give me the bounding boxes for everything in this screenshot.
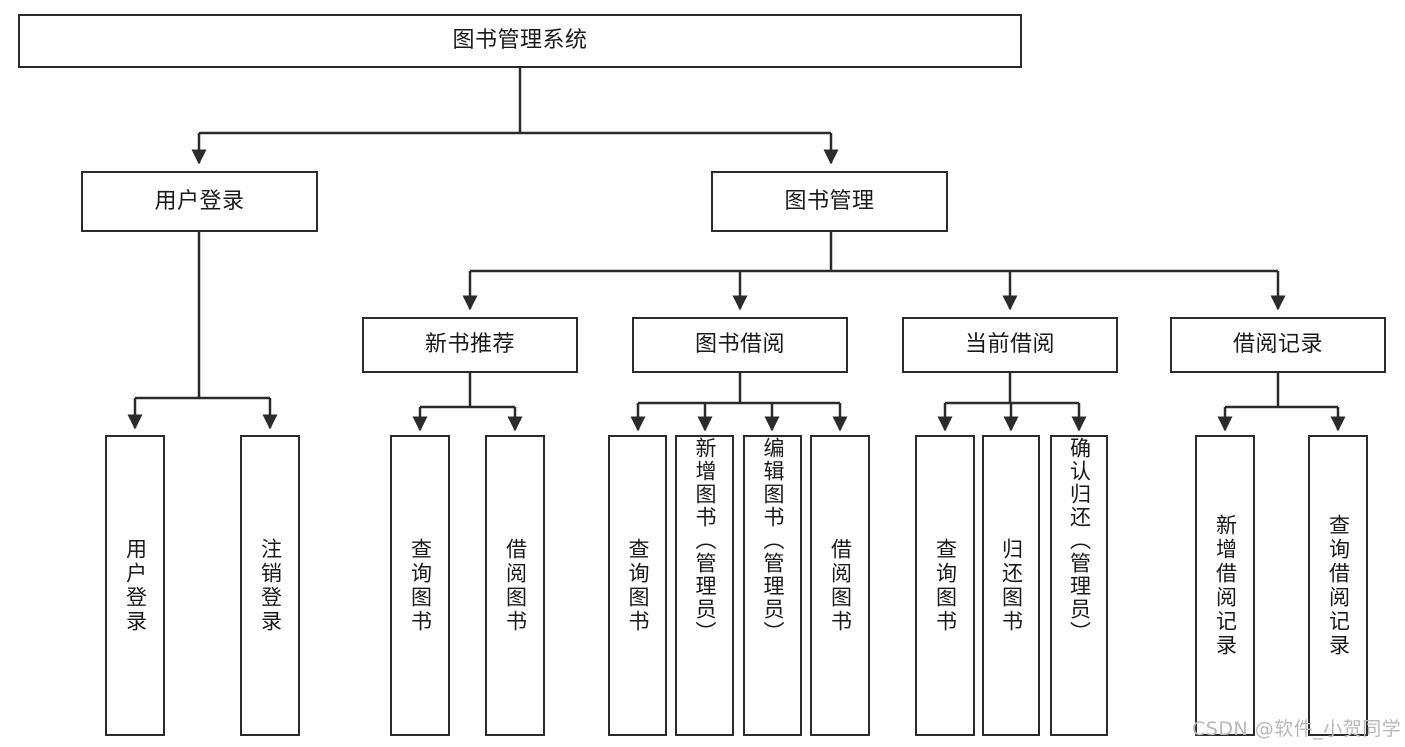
- node-label: 用户登录: [154, 188, 245, 214]
- node-leaf-edit-book[interactable]: 编辑图书（管理员）: [743, 435, 802, 736]
- node-leaf-query-book-3[interactable]: 查询图书: [915, 435, 975, 736]
- node-label: 用户登录: [123, 537, 148, 634]
- node-label: 图书借阅: [694, 332, 785, 358]
- node-label: 查询图书: [933, 537, 958, 634]
- node-user-login[interactable]: 用户登录: [81, 171, 318, 232]
- node-label: 查询图书: [626, 537, 650, 634]
- node-label: 新书推荐: [424, 332, 515, 358]
- node-label: 查询借阅记录: [1326, 513, 1351, 658]
- node-label: 当前借阅: [964, 332, 1055, 358]
- node-label: 归还图书: [999, 537, 1024, 634]
- node-leaf-query-book-2[interactable]: 查询图书: [608, 435, 667, 736]
- node-new-book-recommend[interactable]: 新书推荐: [362, 317, 578, 373]
- node-label: 借阅记录: [1232, 332, 1323, 358]
- node-leaf-return-book[interactable]: 归还图书: [982, 435, 1040, 736]
- node-leaf-borrow-book-1[interactable]: 借阅图书: [485, 435, 545, 736]
- node-leaf-add-record[interactable]: 新增借阅记录: [1195, 435, 1255, 736]
- node-current-borrow[interactable]: 当前借阅: [902, 317, 1118, 373]
- node-label: 确认归还（管理员）: [1067, 437, 1092, 644]
- node-label: 新增图书（管理员）: [693, 437, 717, 644]
- node-leaf-borrow-book-2[interactable]: 借阅图书: [810, 435, 870, 736]
- node-book-borrow[interactable]: 图书借阅: [632, 317, 848, 373]
- node-book-management[interactable]: 图书管理: [711, 171, 948, 232]
- node-label: 新增借阅记录: [1213, 513, 1238, 658]
- node-leaf-query-book-1[interactable]: 查询图书: [390, 435, 450, 736]
- node-leaf-add-book[interactable]: 新增图书（管理员）: [675, 435, 734, 736]
- node-label: 借阅图书: [828, 537, 853, 634]
- node-leaf-query-record[interactable]: 查询借阅记录: [1308, 435, 1368, 736]
- node-label: 查询图书: [408, 537, 433, 634]
- node-label: 注销登录: [258, 537, 283, 634]
- node-label: 图书管理系统: [452, 28, 588, 54]
- node-label: 编辑图书（管理员）: [761, 437, 785, 644]
- node-root-system[interactable]: 图书管理系统: [18, 14, 1022, 68]
- node-label: 借阅图书: [503, 537, 528, 634]
- node-leaf-logout-login[interactable]: 注销登录: [240, 435, 300, 736]
- node-leaf-confirm-return[interactable]: 确认归还（管理员）: [1050, 435, 1108, 736]
- watermark-text: CSDN @软件_小贺同学: [1192, 718, 1402, 740]
- node-leaf-user-login[interactable]: 用户登录: [105, 435, 165, 736]
- node-label: 图书管理: [784, 188, 875, 214]
- node-borrow-record[interactable]: 借阅记录: [1170, 317, 1386, 373]
